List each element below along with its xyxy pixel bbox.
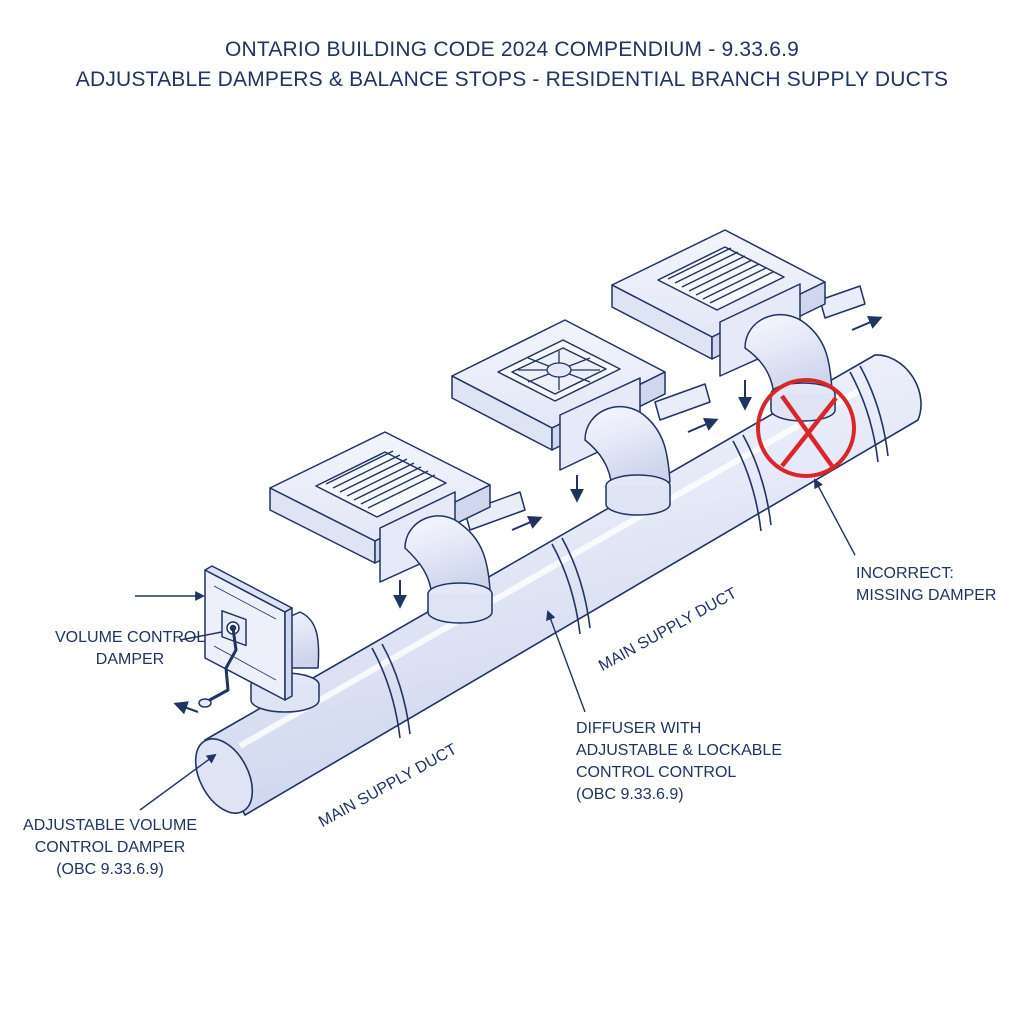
label-incorrect-missing-damper: INCORRECT: MISSING DAMPER bbox=[856, 565, 997, 604]
leader-adjustable-damper bbox=[139, 753, 217, 811]
diagram-title-line-1: ONTARIO BUILDING CODE 2024 COMPENDIUM - … bbox=[224, 38, 800, 61]
volume-damper-assembly bbox=[198, 565, 320, 713]
main-supply-duct bbox=[194, 354, 922, 816]
leader-incorrect bbox=[814, 478, 856, 556]
flow-arrow-left-handle bbox=[173, 701, 199, 715]
leader-lines bbox=[135, 478, 856, 811]
diffuser-vanes-icon bbox=[518, 351, 600, 390]
flow-arrow-right-3 bbox=[851, 315, 883, 331]
damper-handle bbox=[205, 627, 238, 704]
branch-3-register bbox=[611, 229, 866, 422]
diagram-title-line-2: ADJUSTABLE DAMPERS & BALANCE STOPS - RES… bbox=[75, 68, 949, 91]
flow-arrow-right-1 bbox=[511, 515, 543, 531]
branch-2-diffuser bbox=[451, 319, 711, 516]
branch-1-register bbox=[269, 431, 526, 624]
label-volume-control-damper: VOLUME CONTROL DAMPER bbox=[55, 629, 206, 668]
label-adjustable-volume-damper: ADJUSTABLE VOLUME CONTROL DAMPER (OBC 9.… bbox=[23, 817, 197, 878]
leader-volume-damper bbox=[179, 631, 223, 641]
flow-arrows bbox=[173, 315, 883, 715]
missing-damper-x-icon bbox=[756, 378, 856, 478]
flow-arrow-right-2 bbox=[687, 417, 719, 433]
leader-diffuser bbox=[546, 610, 586, 713]
label-diffuser: DIFFUSER WITH ADJUSTABLE & LOCKABLE CONT… bbox=[576, 720, 782, 803]
